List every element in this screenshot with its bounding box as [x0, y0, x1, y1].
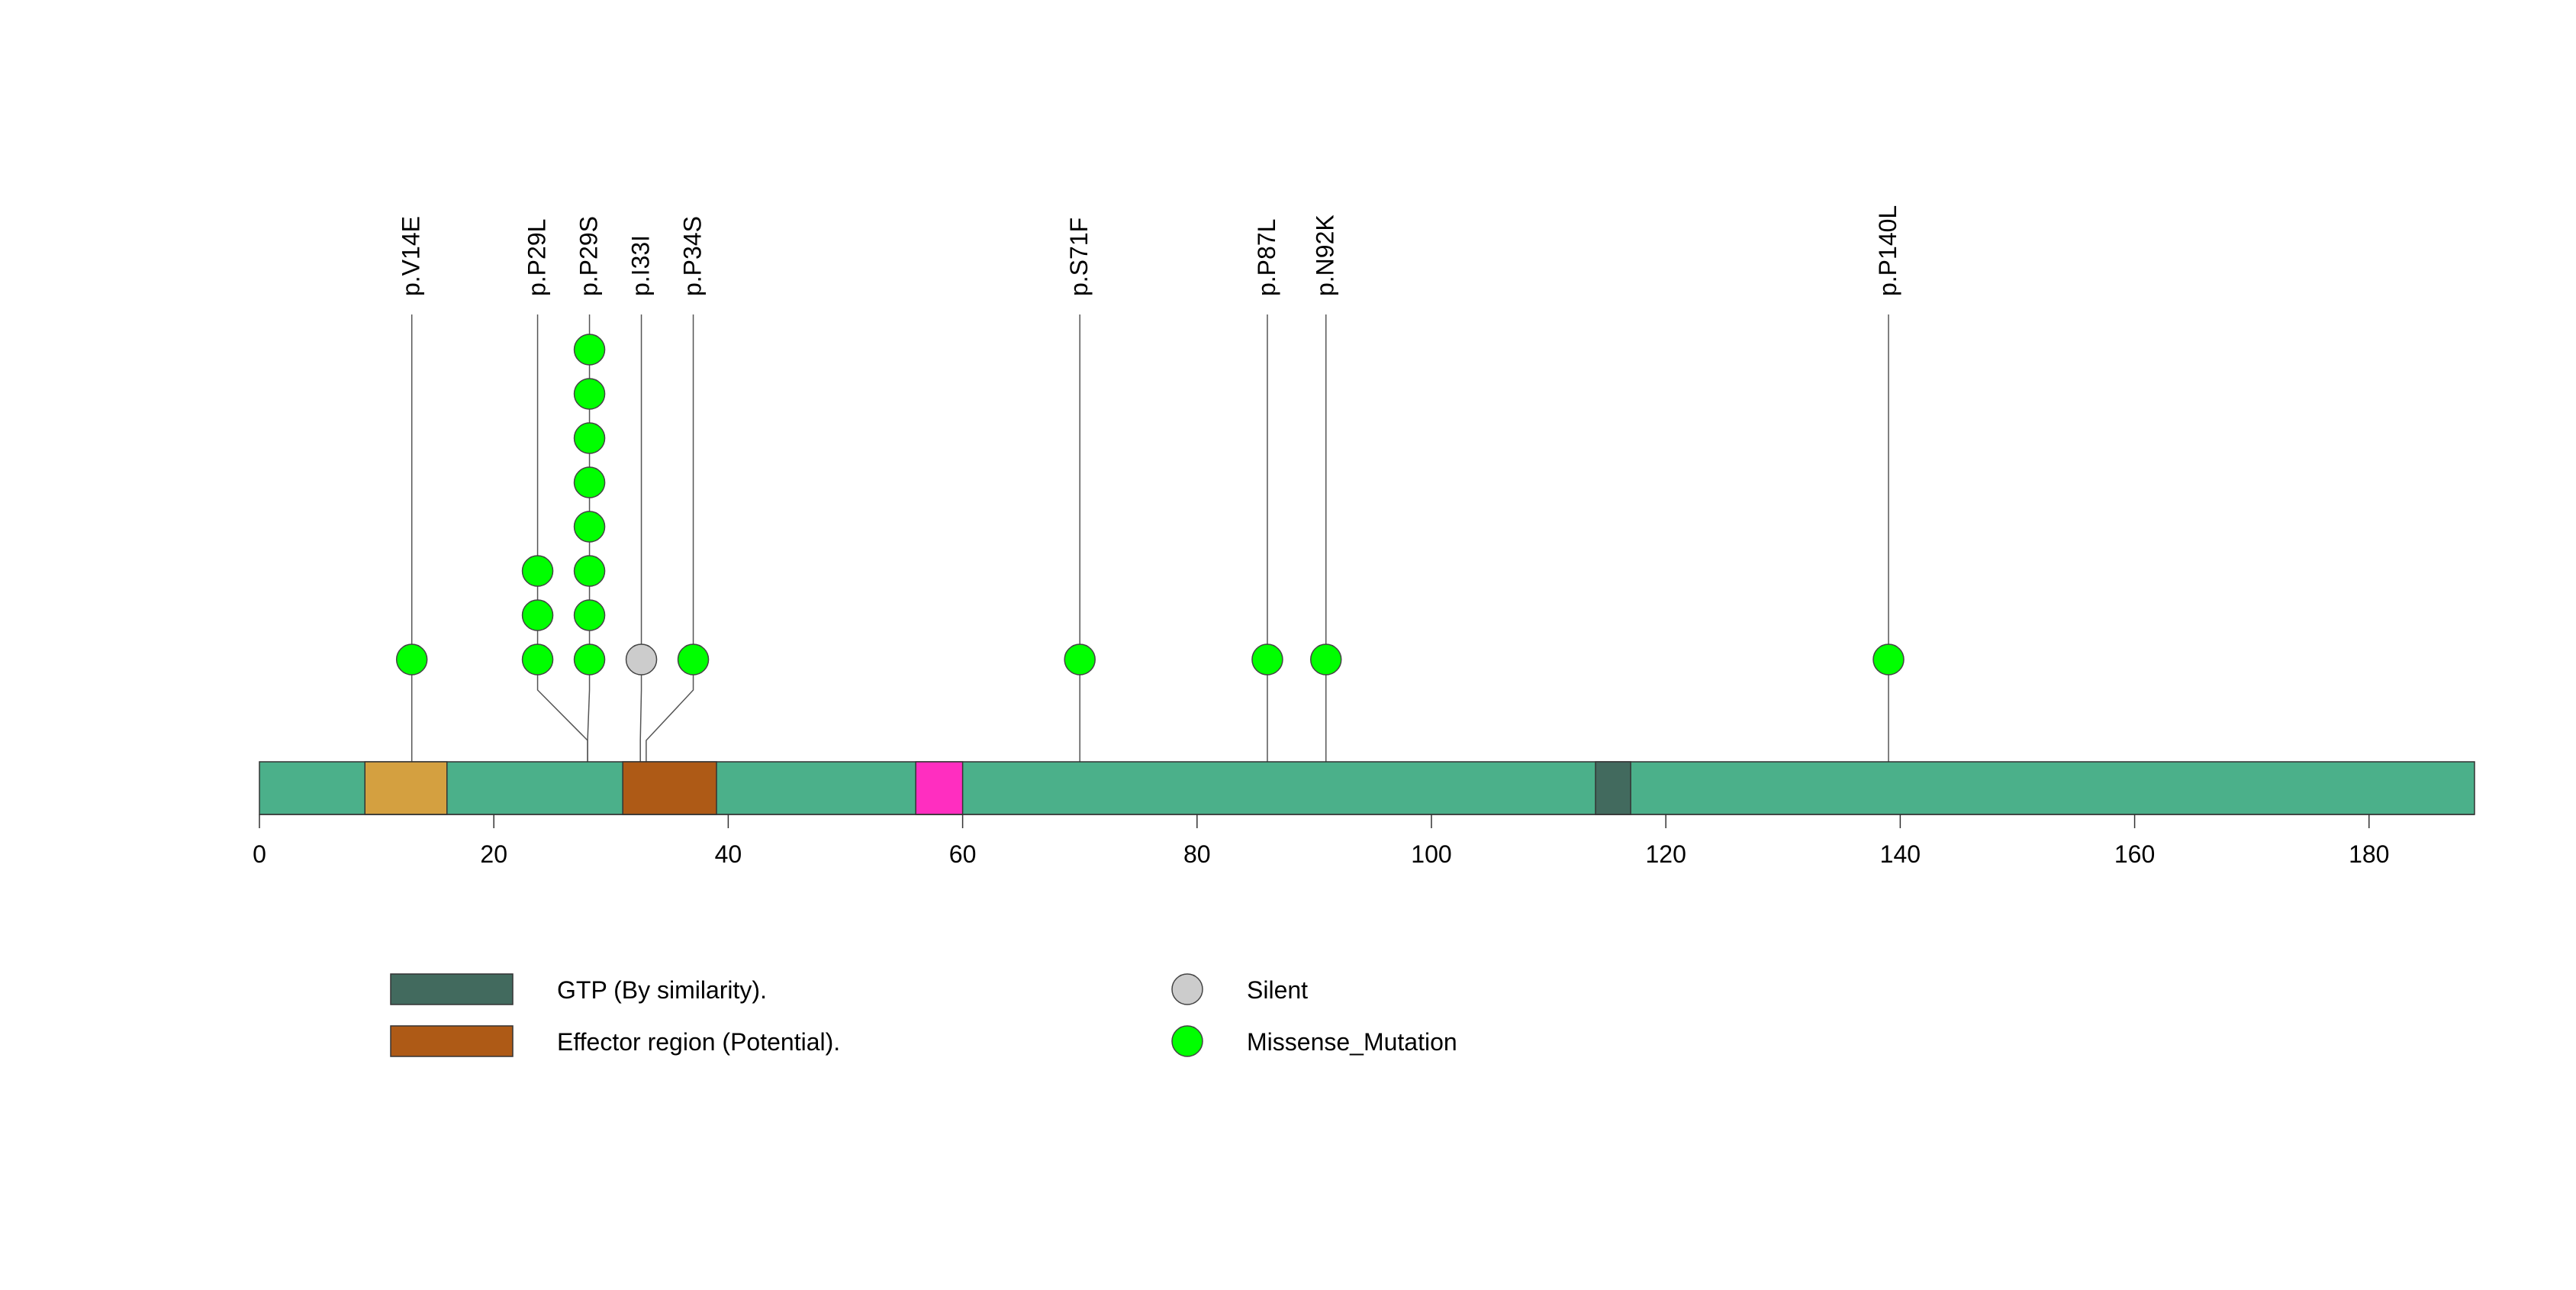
x-tick-label-8: 160	[2114, 840, 2155, 868]
x-tick-label-2: 40	[715, 840, 742, 868]
x-tick-label-3: 60	[949, 840, 977, 868]
mutation-point-3-0	[625, 643, 658, 676]
x-tick-label-0: 0	[253, 840, 266, 868]
x-tick-label-4: 80	[1183, 840, 1211, 868]
domain-block-3	[1595, 761, 1631, 815]
mutation-point-4-0	[677, 643, 710, 676]
mutation-label-1: p.P29L	[523, 219, 551, 296]
mutation-point-2-7	[573, 334, 606, 366]
mutation-point-2-5	[573, 422, 606, 454]
mutation-point-2-1	[573, 599, 606, 631]
x-axis: 0 20 40 60 80 100 120 140 160 180	[253, 814, 2475, 868]
mutation-label-0: p.V14E	[398, 216, 425, 296]
mutation-point-7-0	[1309, 643, 1342, 676]
mutation-label-5: p.S71F	[1065, 218, 1093, 296]
legend-type-marker-0	[1171, 973, 1203, 1005]
mutation-point-1-1	[521, 599, 554, 631]
mutation-point-8-0	[1872, 643, 1905, 676]
mutation-label-2: p.P29S	[575, 216, 603, 296]
protein-backbone-bar	[259, 761, 2475, 815]
protein-backbone	[259, 761, 2475, 815]
legend: GTP (By similarity). Effector region (Pot…	[390, 973, 1457, 1057]
mutation-stems	[395, 314, 1905, 676]
domain-block-2	[915, 761, 964, 815]
mutation-point-2-2	[573, 555, 606, 587]
x-tick-label-7: 140	[1880, 840, 1921, 868]
mutation-point-2-0	[573, 643, 606, 676]
mutation-point-2-4	[573, 466, 606, 498]
legend-domain-swatch-0	[390, 973, 514, 1005]
legend-domain-swatch-1	[390, 1025, 514, 1057]
legend-domain-label-1: Effector region (Potential).	[557, 1028, 840, 1056]
x-tick-label-5: 100	[1411, 840, 1451, 868]
mutation-label-4: p.P34S	[679, 216, 707, 296]
legend-type-label-0: Silent	[1247, 976, 1308, 1004]
mutation-label-8: p.P140L	[1874, 205, 1901, 296]
x-tick-label-1: 20	[480, 840, 507, 868]
legend-type-label-1: Missense_Mutation	[1247, 1028, 1457, 1056]
legend-type-marker-1	[1171, 1025, 1203, 1057]
mutation-point-5-0	[1064, 643, 1096, 676]
legend-domain-label-0: GTP (By similarity).	[557, 976, 767, 1004]
domain-block-0	[364, 761, 448, 815]
mutation-label-3: p.I33I	[627, 235, 655, 296]
mutation-point-1-0	[521, 643, 554, 676]
mutation-point-6-0	[1251, 643, 1283, 676]
mutation-labels: p.V14E p.P29L p.P29S p.I33I p.P34S p.S71F p.P8…	[398, 205, 1901, 296]
x-tick-label-6: 120	[1645, 840, 1686, 868]
domain-block-1	[622, 761, 717, 815]
x-tick-label-9: 180	[2349, 840, 2389, 868]
mutation-label-7: p.N92K	[1312, 214, 1339, 296]
mutation-point-1-2	[521, 555, 554, 587]
mutation-label-6: p.P87L	[1253, 219, 1280, 296]
mutation-point-0-0	[395, 643, 428, 676]
mutation-point-2-3	[573, 511, 606, 543]
mutation-point-2-6	[573, 378, 606, 410]
